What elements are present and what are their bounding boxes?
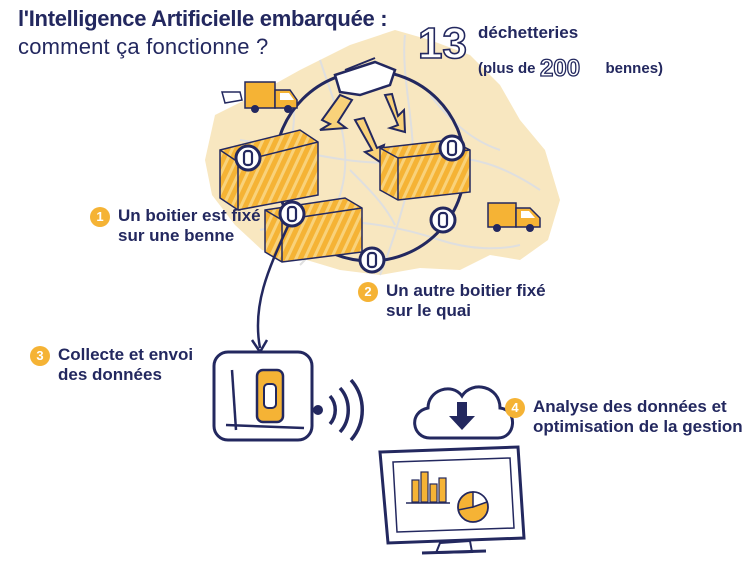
step-3: 3 Collecte et envoi des données [30, 345, 193, 385]
pie-chart-icon [457, 491, 489, 523]
bins-number: 200 [540, 55, 580, 82]
step-4-line-2: optimisation de la gestion [533, 417, 743, 437]
recycle-hand-icon [319, 57, 407, 164]
sensor-box-icon [429, 206, 457, 234]
data-flow-arrow [256, 225, 290, 349]
sensor-box-icon [438, 134, 466, 162]
bins-suffix: bennes) [605, 60, 664, 77]
step-3-line-1: Collecte et envoi [58, 345, 194, 364]
step-number-badge: 1 [90, 207, 110, 227]
collector-device-icon [212, 350, 314, 442]
step-1-line-1: Un boitier est fixé [118, 206, 261, 225]
step-number-badge: 4 [505, 398, 525, 418]
step-2-line-2: sur le quai [386, 301, 472, 321]
step-1-line-2: sur une benne [118, 226, 235, 246]
step-number-badge: 2 [358, 282, 378, 302]
step-4-line-1: Analyse des données et [533, 397, 727, 416]
truck-icon [487, 202, 541, 232]
step-2-line-1: Un autre boitier fixé [386, 281, 546, 300]
title-line-1: l'Intelligence Artificielle embarquée : [18, 6, 388, 31]
bins-caption: (plus de bennes) [478, 60, 663, 77]
title-line-2: comment ça fonctionne ? [18, 34, 269, 59]
wireless-signal-icon [313, 378, 364, 442]
step-1: 1 Un boitier est fixé sur une benne [90, 206, 261, 246]
truck-icon [221, 81, 298, 113]
bar-chart-icon [406, 471, 450, 504]
sites-number: 13 [418, 19, 467, 68]
step-3-line-2: des données [58, 365, 162, 385]
sites-label: déchetteries [478, 23, 579, 42]
step-4: 4 Analyse des données et optimisation de… [505, 397, 743, 437]
step-2: 2 Un autre boitier fixé sur le quai [358, 281, 546, 321]
step-number-badge: 3 [30, 346, 50, 366]
sensor-box-icon [278, 200, 306, 228]
monitor-chart-icon [378, 445, 526, 555]
cloud-download-icon [413, 385, 514, 440]
sensor-box-icon [358, 246, 386, 274]
container-icon [264, 197, 363, 263]
sensor-box-icon [234, 144, 262, 172]
bins-prefix: (plus de [478, 60, 536, 77]
